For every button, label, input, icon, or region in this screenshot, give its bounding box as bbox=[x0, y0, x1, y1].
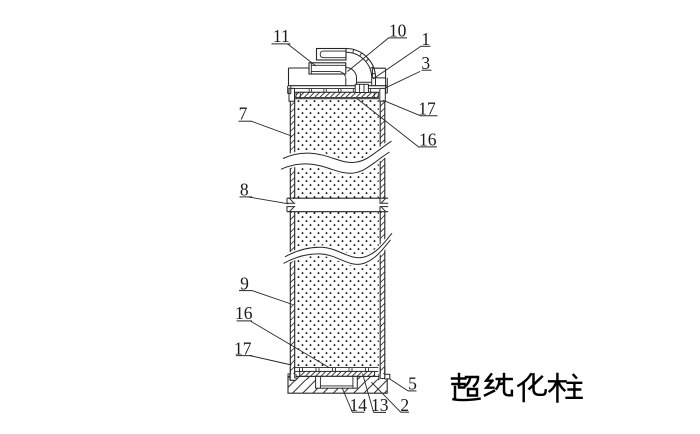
svg-text:10: 10 bbox=[389, 21, 407, 41]
svg-text:16: 16 bbox=[235, 303, 253, 323]
svg-text:7: 7 bbox=[239, 104, 248, 124]
svg-text:17: 17 bbox=[234, 338, 252, 358]
svg-text:17: 17 bbox=[418, 98, 436, 118]
svg-text:9: 9 bbox=[240, 274, 249, 294]
svg-text:3: 3 bbox=[421, 53, 430, 73]
svg-text:2: 2 bbox=[400, 395, 409, 415]
svg-text:16: 16 bbox=[419, 129, 437, 149]
svg-text:1: 1 bbox=[421, 29, 430, 49]
svg-text:5: 5 bbox=[408, 374, 417, 394]
svg-text:11: 11 bbox=[273, 26, 290, 46]
svg-text:8: 8 bbox=[240, 179, 249, 199]
svg-text:13: 13 bbox=[371, 395, 389, 415]
svg-text:14: 14 bbox=[349, 395, 367, 415]
